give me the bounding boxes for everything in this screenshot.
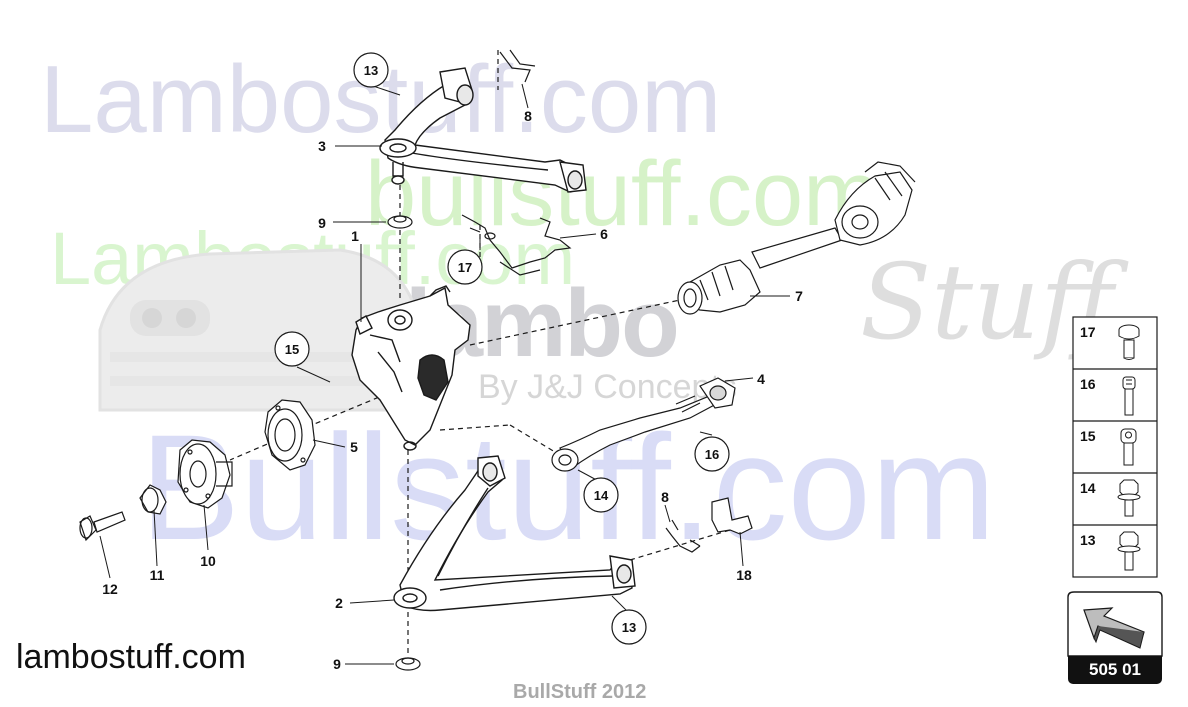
arrow-icon — [1083, 607, 1145, 649]
callout-15-label: 15 — [285, 342, 299, 357]
leader-lines — [99, 83, 790, 665]
callout-13-bottom: 13 — [611, 609, 647, 645]
legend-15-label: 15 — [1080, 428, 1096, 444]
drive-shaft — [677, 161, 916, 315]
wheel-hub — [177, 439, 233, 509]
bolt-socket-icon — [1120, 428, 1137, 466]
label-11: 11 — [150, 567, 165, 583]
label-4: 4 — [757, 371, 765, 387]
footer-domain: lambostuff.com — [16, 638, 246, 676]
callout-13-top-label: 13 — [364, 63, 378, 78]
label-9-top: 9 — [318, 215, 326, 231]
upper-control-arm — [379, 67, 587, 193]
legend-row-15: 15 — [1080, 428, 1137, 466]
nut-9-bottom — [395, 657, 421, 671]
page-code: 505 01 — [1068, 656, 1162, 684]
bearing-housing — [264, 399, 316, 471]
nut-9-top — [387, 215, 413, 229]
legend-16-label: 16 — [1080, 376, 1096, 392]
lower-control-arm — [393, 455, 636, 612]
bolt-flange-icon — [1118, 324, 1140, 360]
bracket-18 — [711, 497, 753, 535]
callout-13-top: 13 — [353, 52, 389, 88]
bolt-hex-flange-icon — [1117, 531, 1141, 571]
callout-13-bottom-label: 13 — [622, 620, 636, 635]
footer-copyright: BullStuff 2012 — [513, 681, 647, 703]
watermark-jj-concepts: By J&J Concepts — [478, 368, 737, 406]
page-badge — [1067, 591, 1163, 657]
label-1: 1 — [351, 228, 359, 244]
callout-16: 16 — [694, 436, 730, 472]
axle-bolt — [79, 511, 126, 542]
legend-row-17: 17 — [1080, 324, 1140, 360]
callout-16-label: 16 — [705, 447, 719, 462]
callout-17: 17 — [447, 249, 483, 285]
label-10: 10 — [200, 553, 216, 569]
car-silhouette-watermark — [98, 248, 422, 412]
legend-row-13: 13 — [1080, 531, 1141, 571]
legend-row-16: 16 — [1080, 376, 1136, 416]
callout-17-label: 17 — [458, 260, 472, 275]
bracket-8-top — [499, 49, 536, 83]
wheel-carrier — [351, 285, 471, 451]
bolt-socket-long-icon — [1122, 376, 1136, 416]
hub-cap — [139, 484, 167, 515]
toe-link — [551, 377, 736, 472]
label-8-lower: 8 — [661, 489, 669, 505]
fastener-legend: 17 16 15 14 — [1072, 316, 1158, 578]
label-2: 2 — [335, 595, 343, 611]
legend-17-label: 17 — [1080, 324, 1096, 340]
callout-14: 14 — [583, 477, 619, 513]
legend-14-label: 14 — [1080, 480, 1096, 496]
label-3: 3 — [318, 138, 326, 154]
bracket-8-lower — [665, 519, 701, 553]
legend-row-14: 14 — [1080, 479, 1141, 517]
label-18: 18 — [736, 567, 752, 583]
legend-13-label: 13 — [1080, 532, 1096, 548]
label-6: 6 — [600, 226, 608, 242]
label-8-top: 8 — [524, 108, 532, 124]
label-7: 7 — [795, 288, 803, 304]
sensor-bracket — [461, 214, 572, 276]
label-12: 12 — [102, 581, 118, 597]
callout-15: 15 — [274, 331, 310, 367]
label-9-bottom: 9 — [333, 656, 341, 672]
label-5: 5 — [350, 439, 358, 455]
watermark-stuff-script: Stuff — [860, 241, 1114, 363]
bolt-hex-flange-icon — [1117, 479, 1141, 517]
callout-14-label: 14 — [594, 488, 609, 503]
